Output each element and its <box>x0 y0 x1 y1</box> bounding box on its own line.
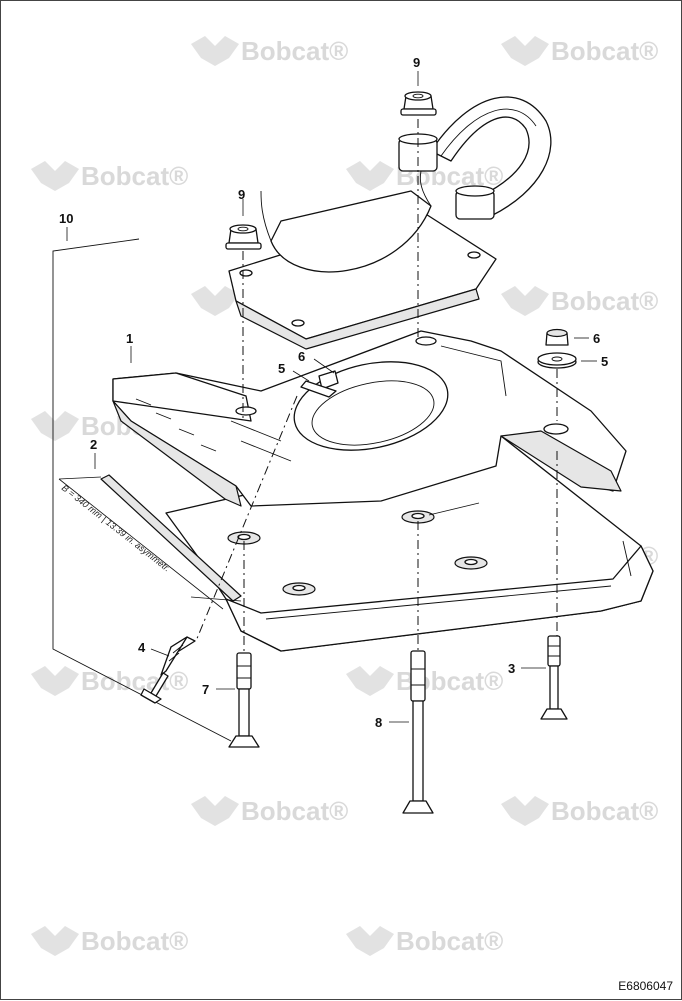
bolt-8 <box>402 650 434 814</box>
washer-5-center <box>300 380 337 398</box>
watermark: Bobcat® <box>191 36 348 66</box>
svg-text:Bobcat®: Bobcat® <box>396 926 503 956</box>
callout-5-right: 5 <box>601 354 608 369</box>
nut-9-left <box>225 224 262 250</box>
svg-text:Bobcat®: Bobcat® <box>551 796 658 826</box>
nut-6-center <box>318 370 339 390</box>
bolt-3 <box>540 635 568 720</box>
callout-1: 1 <box>126 331 133 346</box>
callout-10: 10 <box>59 211 73 226</box>
svg-text:Bobcat®: Bobcat® <box>81 161 188 191</box>
watermark: Bobcat® <box>501 36 658 66</box>
bolt-4 <box>140 636 196 704</box>
callout-8: 8 <box>375 715 382 730</box>
watermark: Bobcat® <box>346 161 503 191</box>
svg-text:Bobcat®: Bobcat® <box>241 36 348 66</box>
svg-text:Bobcat®: Bobcat® <box>551 286 658 316</box>
callout-2: 2 <box>90 437 97 452</box>
washer-5-right <box>537 352 577 369</box>
handle <box>398 96 552 220</box>
svg-text:Bobcat®: Bobcat® <box>81 926 188 956</box>
nut-9-top <box>400 91 437 116</box>
callout-5-center: 5 <box>278 361 285 376</box>
watermark: Bobcat® <box>31 666 188 696</box>
callouts: 9 9 10 1 6 5 6 5 2 3 4 7 8 <box>59 55 608 730</box>
nut-6-right <box>545 328 569 346</box>
callout-6-right: 6 <box>593 331 600 346</box>
svg-text:Bobcat®: Bobcat® <box>241 796 348 826</box>
watermark: Bobcat® <box>501 286 658 316</box>
svg-text:Bobcat®: Bobcat® <box>551 36 658 66</box>
callout-7: 7 <box>202 682 209 697</box>
center-lines <box>195 119 558 653</box>
watermark: Bobcat® <box>31 926 188 956</box>
watermark: Bobcat® <box>501 796 658 826</box>
callout-6-center: 6 <box>298 349 305 364</box>
callout-9-left: 9 <box>238 187 245 202</box>
figure-reference: E6806047 <box>618 979 673 993</box>
watermark: Bobcat® <box>191 796 348 826</box>
watermark: Bobcat® <box>346 926 503 956</box>
callout-9-top: 9 <box>413 55 420 70</box>
bolt-7 <box>228 652 260 748</box>
watermark: Bobcat® <box>31 161 188 191</box>
leaders <box>66 71 597 723</box>
upper-frame <box>112 330 627 507</box>
callout-4: 4 <box>138 640 146 655</box>
callout-3: 3 <box>508 661 515 676</box>
